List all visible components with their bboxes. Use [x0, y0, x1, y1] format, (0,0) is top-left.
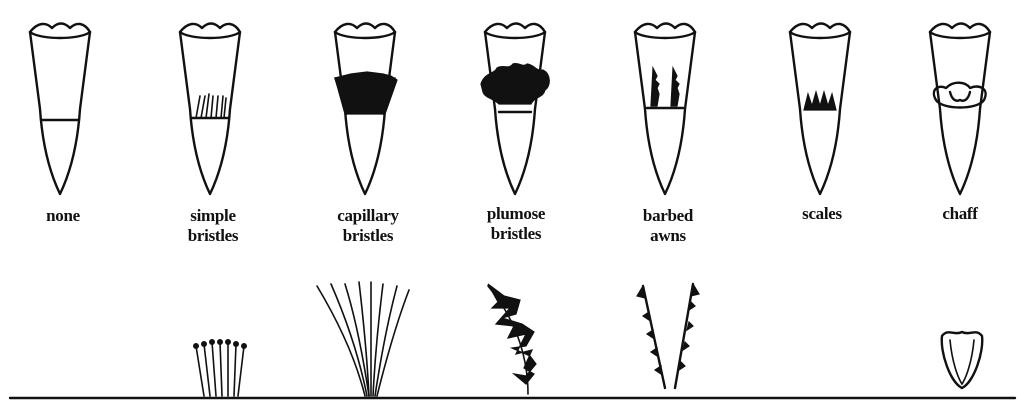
achene-capillary-bristles	[335, 24, 397, 195]
detail-capillary-bristles	[317, 282, 409, 396]
detail-chaff	[942, 332, 983, 388]
achene-plumose-bristles	[481, 24, 549, 195]
achene-simple-bristles	[180, 24, 240, 195]
achene-chaff	[930, 24, 990, 195]
detail-barbed-awns	[637, 284, 699, 388]
achene-scales	[790, 24, 850, 195]
detail-plumose-bristle	[488, 284, 536, 394]
detail-simple-bristles	[194, 340, 247, 396]
achene-none	[30, 24, 90, 195]
achene-barbed-awns	[635, 24, 695, 195]
